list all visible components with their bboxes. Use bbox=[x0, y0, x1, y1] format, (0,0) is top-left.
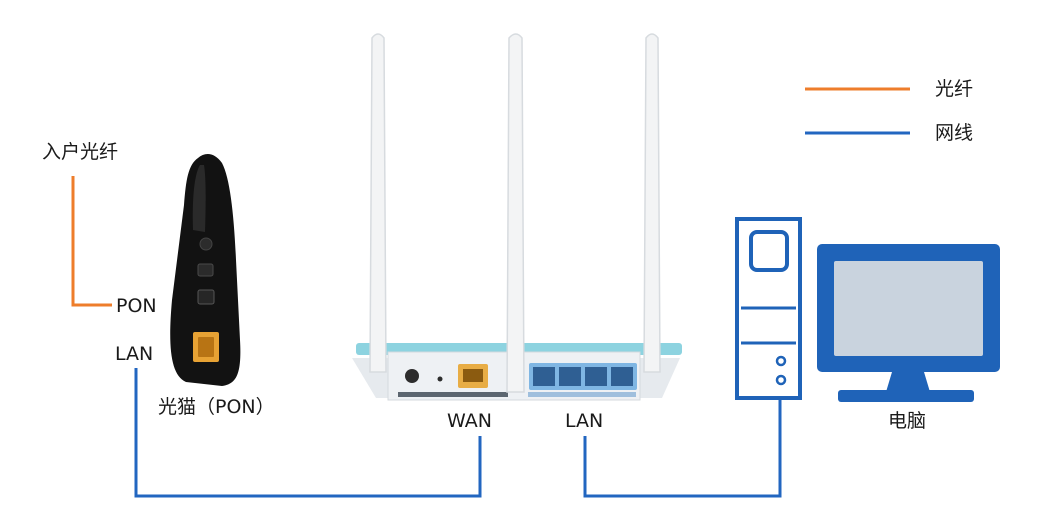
antenna-right bbox=[643, 33, 661, 373]
incoming-fiber-label: 入户光纤 bbox=[42, 141, 119, 163]
modem-pon-port bbox=[197, 289, 215, 305]
antenna-left bbox=[369, 33, 387, 373]
tower-drive-bay bbox=[749, 230, 789, 272]
modem-label: 光猫（PON） bbox=[158, 396, 275, 418]
optical-modem bbox=[170, 153, 241, 386]
ethernet-cable-modem-to-router bbox=[134, 368, 482, 498]
legend-fiber-label: 光纤 bbox=[935, 78, 974, 100]
modem-lan-port-inner bbox=[198, 337, 214, 357]
legend-ethernet-label: 网线 bbox=[935, 122, 974, 144]
computer-monitor bbox=[817, 244, 1000, 402]
modem-lan-label: LAN bbox=[115, 343, 154, 365]
router-lan-port-1 bbox=[533, 367, 555, 386]
router-wan-label: WAN bbox=[447, 410, 492, 432]
router-bottom-label-strip-2 bbox=[528, 392, 636, 397]
monitor-neck bbox=[886, 372, 930, 392]
modem-power-icon bbox=[199, 237, 213, 251]
legend bbox=[805, 87, 910, 135]
router-lan-label: LAN bbox=[565, 410, 604, 432]
modem-dc-port bbox=[197, 263, 214, 277]
antenna-middle bbox=[506, 33, 525, 393]
pon-label: PON bbox=[116, 295, 157, 317]
router-lan-port-2 bbox=[559, 367, 581, 386]
router-bottom-label-strip bbox=[398, 392, 508, 397]
router-wan-port-inner bbox=[463, 369, 483, 382]
fiber-cable bbox=[71, 176, 112, 307]
router-lan-port-4 bbox=[611, 367, 633, 386]
router-lan-port-3 bbox=[585, 367, 607, 386]
tower-power-icon bbox=[775, 355, 787, 367]
ethernet-cable-router-to-computer bbox=[583, 398, 782, 498]
tower-led-icon bbox=[775, 374, 787, 386]
router-power-port bbox=[405, 369, 419, 383]
monitor-screen bbox=[834, 261, 983, 356]
router-antennas bbox=[369, 33, 661, 393]
router-reset-button bbox=[437, 376, 443, 382]
computer-label: 电脑 bbox=[888, 410, 927, 432]
computer-tower bbox=[735, 217, 802, 400]
modem-top-ridge bbox=[192, 165, 206, 232]
router-lan-ports-block bbox=[529, 363, 637, 390]
monitor-base bbox=[838, 390, 974, 402]
